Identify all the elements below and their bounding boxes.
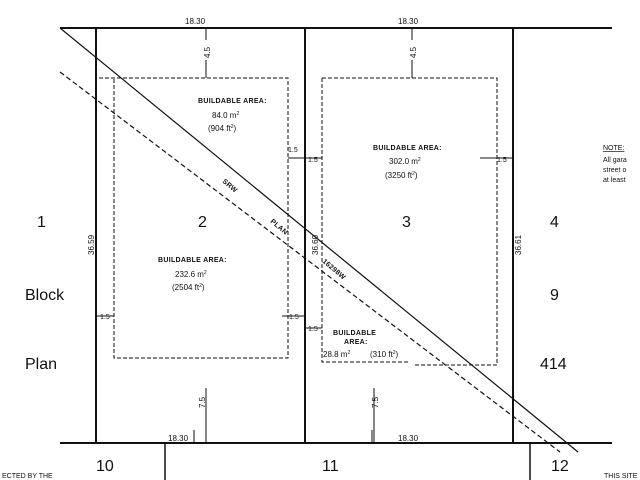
side-setback-lot2-left: 1.5 <box>100 314 110 321</box>
svg-text:(310 ft2): (310 ft2) <box>370 350 398 359</box>
note-heading: NOTE: <box>603 145 624 152</box>
srw-lower-edge <box>59 71 561 453</box>
srw-plan-label: PLAN <box>269 218 289 236</box>
lot3-small-buildable-outline <box>321 78 408 363</box>
lane-lines <box>164 443 531 480</box>
dimension-marks <box>96 28 513 443</box>
lot2-buildable-outline <box>99 77 289 359</box>
plan-number-label: 414 <box>540 356 567 373</box>
svg-text:BUILDABLE AREA:: BUILDABLE AREA: <box>198 98 267 105</box>
svg-text:BUILDABLE AREA:: BUILDABLE AREA: <box>373 145 442 152</box>
lot2-lower-buildable-label: BUILDABLE AREA: 232.6 m2 (2504 ft2) <box>158 257 227 292</box>
svg-text:84.0 m2: 84.0 m2 <box>212 111 239 120</box>
lot-11-label: 11 <box>322 458 339 475</box>
rear-setback-lot2: 7.5 <box>198 396 207 408</box>
lot2-depth: 36.59 <box>87 234 96 255</box>
lot-4-label: 4 <box>550 214 559 231</box>
side-setback-lot2-lower-right: 1.5 <box>289 314 299 321</box>
side-setback-lot3-right: 1.5 <box>497 157 507 164</box>
plan-label: Plan <box>25 356 57 373</box>
note-line-2: street o <box>603 167 626 174</box>
svg-text:(904 ft2): (904 ft2) <box>208 124 236 133</box>
footer-right-fragment: THIS SITE <box>604 473 638 480</box>
lot2-upper-buildable-label: BUILDABLE AREA: 84.0 m2 (904 ft2) <box>198 98 267 133</box>
note-block: NOTE: All gara street o at least <box>603 145 627 184</box>
lot-10-label: 10 <box>96 458 114 475</box>
svg-text:BUILDABLE AREA:: BUILDABLE AREA: <box>158 257 227 264</box>
svg-text:BUILDABLE: BUILDABLE <box>333 330 376 337</box>
lot-9-label: 9 <box>550 287 559 304</box>
side-setback-lot3-left: 1.5 <box>308 157 318 164</box>
lot2-bottom-width: 18.30 <box>168 434 189 443</box>
lot2-top-width: 18.30 <box>185 17 206 26</box>
lot3-right-depth: 36.61 <box>514 234 523 255</box>
side-setback-lot2-right: 1.5 <box>288 147 298 154</box>
lot-lines <box>60 27 612 444</box>
lot-2-label: 2 <box>198 214 207 231</box>
lot3-left-depth: 36.60 <box>311 234 320 255</box>
svg-text:232.6 m2: 232.6 m2 <box>175 270 207 279</box>
note-line-1: All gara <box>603 157 627 164</box>
srw-upper-edge <box>59 27 579 453</box>
side-setback-lot3-lower: 1.5 <box>308 326 318 333</box>
lot-1-label: 1 <box>37 214 46 231</box>
lot-12-label: 12 <box>551 458 569 475</box>
svg-text:(3250 ft2): (3250 ft2) <box>385 171 418 180</box>
rear-setback-lot3: 7.5 <box>371 396 380 408</box>
svg-text:28.8 m2: 28.8 m2 <box>323 350 350 359</box>
lot3-main-buildable-label: BUILDABLE AREA: 302.0 m2 (3250 ft2) <box>373 145 442 180</box>
srw-label: SRW <box>221 178 239 194</box>
lot3-buildable-outline <box>322 77 498 366</box>
svg-text:AREA:: AREA: <box>344 339 368 346</box>
buildable-outlines <box>99 77 498 366</box>
footer-left-fragment: ECTED BY THE <box>2 473 53 480</box>
right-of-way-strip <box>59 27 579 453</box>
svg-text:(2504 ft2): (2504 ft2) <box>172 283 205 292</box>
note-line-3: at least <box>603 177 626 184</box>
srw-plan-number: 16298W <box>321 258 347 281</box>
front-setback-lot3: 4.5 <box>409 46 418 58</box>
lot-3-label: 3 <box>402 214 411 231</box>
lot3-bottom-width: 18.30 <box>398 434 419 443</box>
front-setback-lot2: 4.5 <box>203 46 212 58</box>
block-label: Block <box>25 287 65 304</box>
lot3-top-width: 18.30 <box>398 17 419 26</box>
svg-text:302.0 m2: 302.0 m2 <box>389 157 421 166</box>
lot3-small-buildable-label: BUILDABLE AREA: 28.8 m2 (310 ft2) <box>323 330 398 359</box>
